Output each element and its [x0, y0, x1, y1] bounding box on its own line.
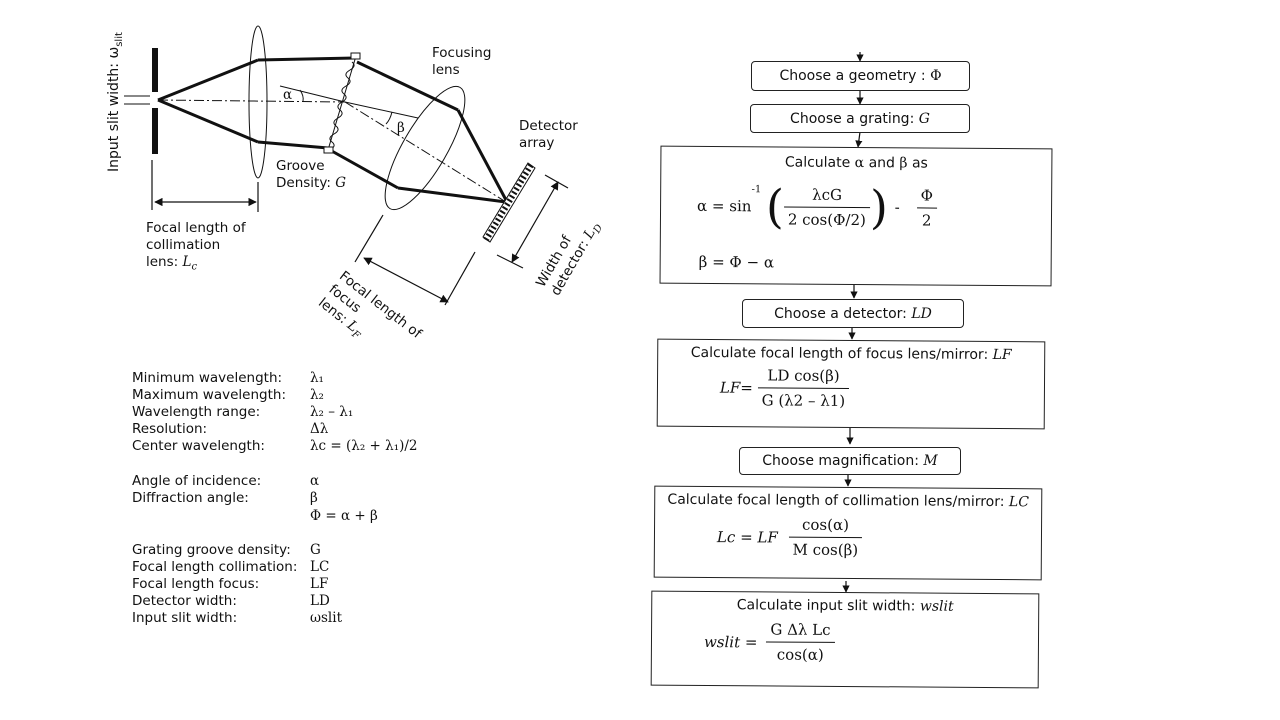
var-row: Input slit width:ωslit — [132, 610, 342, 626]
var-row: Maximum wavelength:λ₂ — [132, 387, 324, 403]
collimation-length-equation: Lc = LF cos(α)M cos(β) — [717, 515, 863, 559]
step-choose-magnification: Choose magnification: M — [739, 447, 961, 475]
step-choose-geometry: Choose a geometry : Φ — [751, 61, 970, 91]
optical-axis — [157, 99, 507, 203]
step-slit-width: Calculate input slit width: wslit wslit … — [650, 590, 1040, 689]
focus-length-equation: LF= LD cos(β)G (λ2 – λ1) — [720, 366, 850, 410]
groove-density-label: Groove Density: G — [276, 158, 346, 191]
var-row: Detector width:LD — [132, 593, 330, 609]
collimation-lens — [248, 25, 268, 179]
focusing-lens — [384, 85, 466, 211]
detector-array — [482, 162, 536, 243]
var-row: Resolution:Δλ — [132, 421, 329, 437]
flowchart-connectors — [842, 52, 864, 593]
var-row: Focal length focus:LF — [132, 576, 329, 592]
beta-equation: β = Φ − α — [698, 252, 775, 272]
var-row: Wavelength range:λ₂ – λ₁ — [132, 404, 354, 420]
input-slit-label: Input slit width: ωslit — [106, 32, 125, 172]
collimation-length-label: Focal length of collimation lens: Lc — [146, 220, 246, 273]
step-choose-grating: Choose a grating: G — [750, 104, 970, 133]
angle-marks — [279, 85, 419, 125]
beta-label: β — [397, 120, 405, 136]
var-row: Focal length collimation:LC — [132, 559, 330, 575]
step-collimation-length: Calculate focal length of collimation le… — [653, 485, 1043, 581]
input-slit — [124, 48, 158, 154]
var-row: Angle of incidence:α — [132, 473, 320, 489]
var-row: Diffraction angle:β — [132, 490, 318, 506]
step-choose-detector: Choose a detector: LD — [742, 299, 964, 328]
grating — [323, 52, 361, 154]
detector-array-label: Detector array — [519, 118, 578, 151]
step-focus-length: Calculate focal length of focus lens/mir… — [656, 338, 1046, 430]
optical-diagram — [124, 25, 569, 306]
dimension-lines — [151, 160, 569, 306]
variable-list: Minimum wavelength:λ₁ Maximum wavelength… — [132, 370, 418, 626]
focusing-lens-label: Focusing lens — [432, 45, 492, 78]
alpha-label: α — [283, 87, 293, 103]
var-row: Grating groove density:G — [132, 542, 321, 558]
var-row: Minimum wavelength:λ₁ — [132, 370, 324, 386]
var-row: Center wavelength:λc = (λ₂ + λ₁)/2 — [132, 438, 418, 454]
